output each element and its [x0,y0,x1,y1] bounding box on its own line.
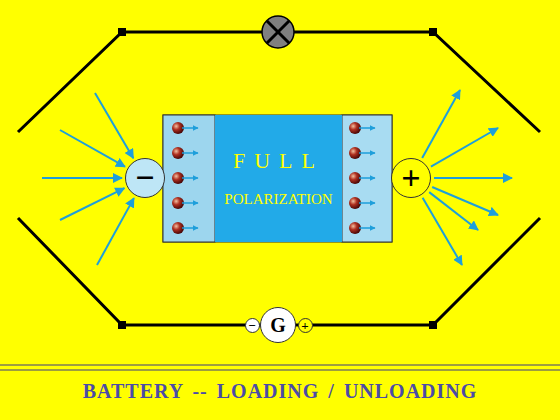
field-arrow [423,198,462,265]
positive-terminal: + [391,158,431,198]
particle-arrow [182,227,198,229]
rule-line [0,370,560,371]
particle-arrow [359,177,375,179]
terminal-sign: − [135,161,154,195]
terminal-sign: − [248,319,255,332]
field-arrow [42,177,122,179]
particle-arrow [359,227,375,229]
wire-joint [118,28,437,329]
particle-arrow [359,127,375,129]
particle-arrow [359,152,375,154]
generator-minus: − [245,318,260,333]
particle-arrow [182,152,198,154]
circuit-wire [18,32,540,325]
negative-terminal: − [125,158,165,198]
field-arrow [431,128,498,167]
field-arrow [60,130,125,167]
particle-arrow [359,202,375,204]
positive-plate [342,115,392,242]
lamp-symbol [262,16,294,48]
field-arrow [60,188,124,220]
terminal-sign: + [401,161,420,195]
field-arrow [434,177,512,179]
particle-arrow [182,127,198,129]
rule-line [0,365,560,366]
battery-label: FULL [233,149,324,173]
battery-housing [163,115,392,242]
particle-arrow [182,202,198,204]
field-arrow [97,198,134,265]
generator-plus: + [298,318,313,333]
field-arrows [42,90,512,265]
battery-core: FULL POLARIZATION [215,115,342,242]
field-arrow [422,90,460,158]
field-arrow [95,93,133,158]
negative-plate [163,115,215,242]
generator-symbol: G [260,307,296,343]
terminal-sign: + [301,319,308,332]
battery-label: POLARIZATION [224,191,332,208]
particle-arrow [182,177,198,179]
field-arrow [429,192,478,230]
terminal-sign: G [270,315,286,335]
diagram-title: BATTERY -- LOADING / UNLOADING [0,380,560,403]
